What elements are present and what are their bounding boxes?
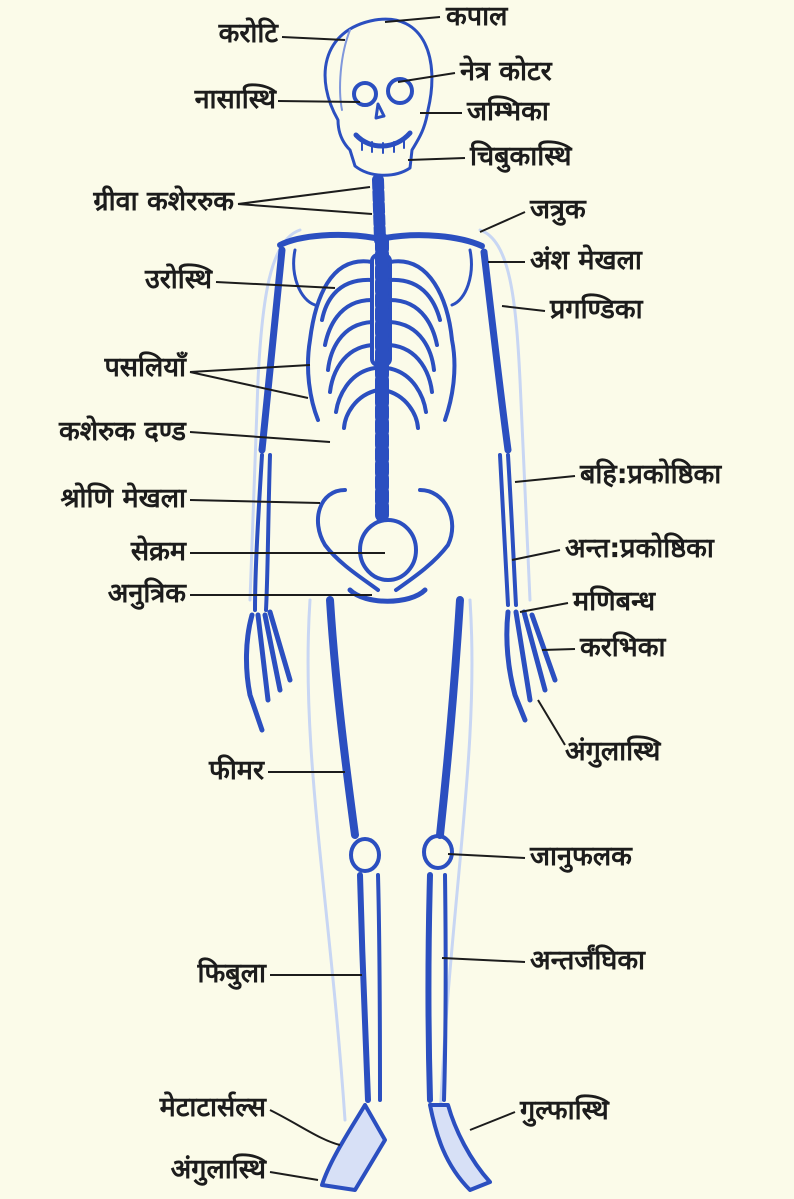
label-ansh-mekhla: अंश मेखला bbox=[530, 247, 642, 274]
label-karbhika: करभिका bbox=[580, 634, 665, 661]
label-karoti: करोटि bbox=[219, 20, 278, 47]
label-shroni-mekhla: श्रोणि मेखला bbox=[60, 485, 186, 512]
label-manibandh: मणिबन्ध bbox=[573, 588, 655, 615]
label-fibula: फिबुला bbox=[197, 960, 266, 987]
label-sekram: सेक्रम bbox=[131, 538, 186, 565]
label-pragandika: प्रगण्डिका bbox=[550, 296, 643, 323]
label-metatarsals: मेटाटार्सल्स bbox=[160, 1094, 266, 1121]
label-angulasthi-hand: अंगुलास्थि bbox=[565, 738, 660, 765]
label-kasheruk-dand: कशेरुक दण्ड bbox=[59, 418, 186, 445]
label-jambhika: जम्भिका bbox=[467, 98, 549, 125]
label-angulasthi-foot: अंगुलास्थि bbox=[171, 1156, 266, 1183]
label-kapal: कपाल bbox=[446, 3, 507, 30]
label-femur: फीमर bbox=[209, 757, 264, 784]
label-antarjanghika: अन्तर्जंघिका bbox=[530, 947, 645, 974]
label-pasaliyan: पसलियाँ bbox=[104, 354, 186, 381]
label-janufalak: जानुफलक bbox=[530, 843, 632, 870]
label-nasasthi: नासास्थि bbox=[195, 86, 276, 113]
label-ant-prakoshthika: अन्त:प्रकोष्ठिका bbox=[565, 535, 714, 562]
label-griva-kasheruk: ग्रीवा कशेररुक bbox=[93, 188, 234, 215]
label-netra-kotar: नेत्र कोटर bbox=[460, 58, 552, 85]
label-gulfasthi: गुल्फास्थि bbox=[520, 1097, 609, 1124]
label-jatruk: जत्रुक bbox=[530, 196, 586, 223]
label-chibukasthi: चिबुकास्थि bbox=[470, 143, 572, 170]
label-urosthi: उरोस्थि bbox=[145, 266, 212, 293]
label-bahi-prakoshthika: बहि:प्रकोष्ठिका bbox=[580, 461, 721, 488]
label-anutrik: अनुत्रिक bbox=[108, 580, 186, 607]
